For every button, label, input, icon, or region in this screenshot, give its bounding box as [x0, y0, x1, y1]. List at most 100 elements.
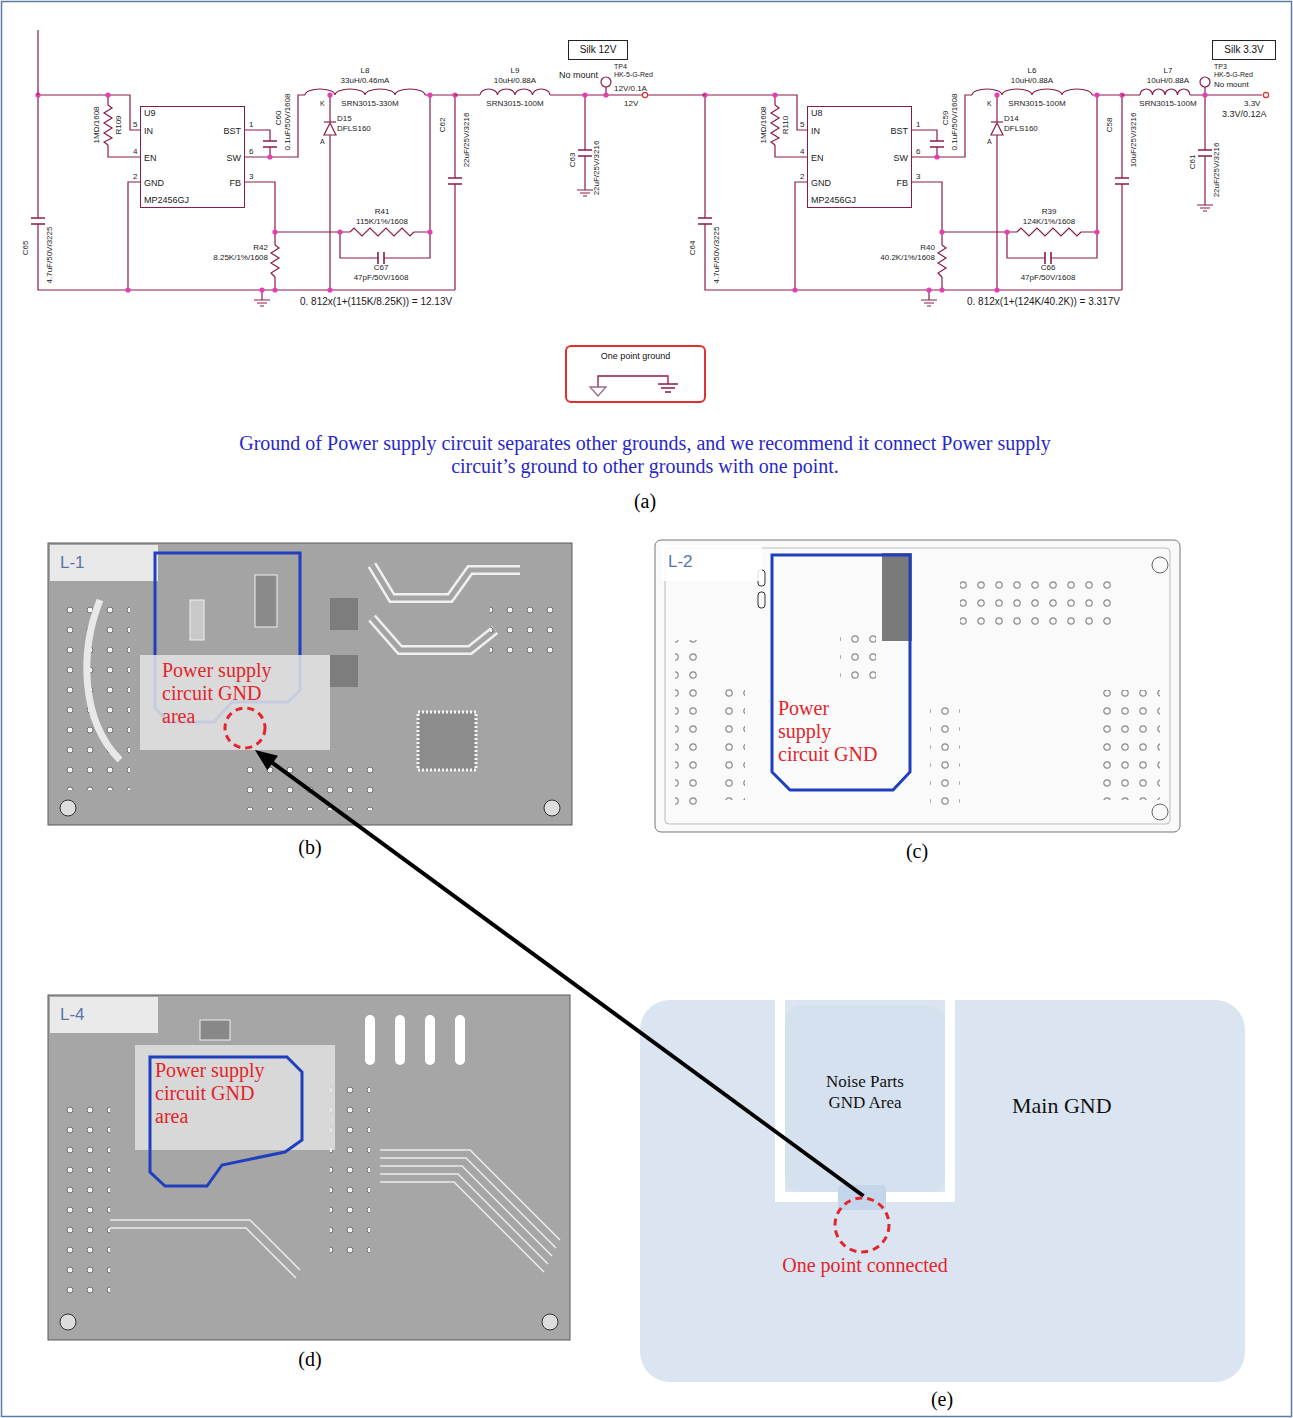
panel-caption: (d) — [298, 1348, 321, 1371]
formula-note: 0. 812x(1+(115K/8.25K)) = 12.13V — [300, 296, 452, 308]
component-label: 47pF/50V/1608 — [1021, 273, 1076, 282]
component-label: 1MΩ/1608 — [92, 106, 101, 143]
node-text: EN — [811, 153, 824, 163]
pin-number: 5 — [133, 120, 137, 129]
component-label: 22uF/25V/3216 — [462, 113, 471, 168]
pin-number: 2 — [133, 172, 137, 181]
component-label: 10uF/25V/3216 — [1129, 113, 1138, 168]
component-label: 10uH/0.88A — [494, 76, 536, 85]
pin-number: 6 — [916, 147, 920, 156]
component-label: C61 — [1188, 155, 1197, 170]
component-label: HK-5-G-Red — [1214, 71, 1253, 79]
pin-number: 2 — [800, 172, 804, 181]
component-label: R39 — [1042, 207, 1057, 216]
component-label: DFLS160 — [1004, 124, 1038, 133]
component-label: 22uF/25V/3216 — [592, 141, 601, 196]
pin-mark: A — [987, 138, 992, 146]
node-text: EN — [144, 153, 157, 163]
node-text: Silk 12V — [569, 44, 627, 56]
node-text: One point connected — [765, 1254, 965, 1277]
component-label: 0.1uF/50V/1608 — [950, 94, 959, 151]
component-label: 10uH/0.88A — [1147, 76, 1189, 85]
component-label: SRN3015-100M — [1139, 99, 1196, 108]
arrow-head — [255, 750, 278, 770]
outline-path — [772, 555, 910, 790]
component-label: L9 — [511, 66, 520, 75]
gnd-area-outline: Power supply circuit GND — [765, 553, 912, 793]
pcb-layer-1 — [48, 543, 572, 825]
node-text: Silk 3.3V — [1213, 44, 1275, 56]
component-label: 10uH/0.88A — [1011, 76, 1053, 85]
component-label: R40 — [920, 243, 935, 252]
component-label: C62 — [438, 118, 447, 133]
pin-number: 6 — [249, 147, 253, 156]
node-text: BST — [890, 126, 908, 136]
node-text: IN — [811, 126, 820, 136]
component-label: L8 — [361, 66, 370, 75]
ic-chip: U9INENGNDBSTSWFBMP2456GJ — [140, 106, 245, 208]
component-label: C64 — [688, 241, 697, 256]
schematic-wires — [38, 30, 1269, 211]
node-text: Noise Parts GND Area — [810, 1071, 920, 1113]
component-label: 47pF/50V/1608 — [354, 273, 409, 282]
component-label: No mount — [559, 70, 598, 80]
component-label: 22uF/25V/3216 — [1212, 143, 1221, 198]
node-text: FB — [896, 178, 908, 188]
silk-box: Silk 3.3V — [1212, 40, 1276, 60]
layer-label: L-1 — [60, 553, 85, 573]
component-label: C58 — [1105, 118, 1114, 133]
component-label: R109 — [114, 115, 123, 134]
buck-converter-12v — [31, 89, 462, 306]
rail-label: 3.3V — [1244, 99, 1260, 108]
node-text: Power supply circuit GND — [778, 697, 882, 766]
gnd-area-outline: Power supply circuit GND area — [148, 1053, 304, 1188]
pcb-layer-4 — [48, 995, 570, 1340]
node-text: GND — [144, 178, 164, 188]
component-label: C60 — [274, 111, 283, 126]
component-label: DFLS160 — [337, 124, 371, 133]
panel-caption: (e) — [931, 1388, 953, 1411]
connector-arrow — [255, 750, 864, 1196]
component-label: 8.25K/1%/1608 — [213, 253, 268, 262]
component-label: D15 — [337, 114, 352, 123]
rail-label: 12V/0.1A — [614, 84, 647, 93]
pin-number: 4 — [800, 147, 804, 156]
legend-box: One point ground — [565, 345, 706, 403]
one-point-marker: One point connected — [765, 1196, 968, 1282]
pin-number: 1 — [916, 120, 920, 129]
pin-number: 5 — [800, 120, 804, 129]
ic-chip: U8INENGNDBSTSWFBMP2456GJ — [807, 106, 912, 208]
dashed-circle — [225, 708, 265, 748]
node-text: U9 — [144, 108, 156, 118]
node-text: U8 — [811, 108, 823, 118]
formula-note: 0. 812x(1+(124K/40.2K)) = 3.317V — [967, 296, 1120, 308]
component-label: SRN3015-100M — [1008, 99, 1065, 108]
component-label: 40.2K/1%/1608 — [880, 253, 935, 262]
ground-symbols — [590, 376, 678, 396]
silk-box: Silk 12V — [568, 40, 628, 60]
gnd-area-label: Power supply circuit GND area — [140, 655, 330, 750]
rail-label: 12V — [624, 99, 638, 108]
component-label: C66 — [1041, 263, 1056, 272]
pin-number: 1 — [249, 120, 253, 129]
node-text: Main GND — [1012, 1093, 1112, 1118]
main-gnd-area: Main GND — [955, 1003, 1245, 1203]
component-label: HK-5-G-Red — [614, 71, 653, 79]
component-label: 4.7uF/50V/3225 — [712, 227, 721, 284]
node-text: MP2456GJ — [811, 195, 856, 205]
component-label: SRN3015-100M — [486, 99, 543, 108]
node-text: MP2456GJ — [144, 195, 189, 205]
component-label: C67 — [374, 263, 389, 272]
component-label: D14 — [1004, 114, 1019, 123]
pin-mark: K — [320, 100, 325, 108]
component-label: 33uH/0.46mA — [341, 76, 390, 85]
dashed-circle — [835, 1198, 889, 1252]
outline-path — [150, 1057, 302, 1186]
ground-area-sketch — [640, 998, 1245, 1382]
component-label: No mount — [1214, 80, 1249, 89]
component-label: 0.1uF/50V/1608 — [283, 94, 292, 151]
component-label: R41 — [375, 207, 390, 216]
component-label: TP4 — [614, 63, 627, 71]
